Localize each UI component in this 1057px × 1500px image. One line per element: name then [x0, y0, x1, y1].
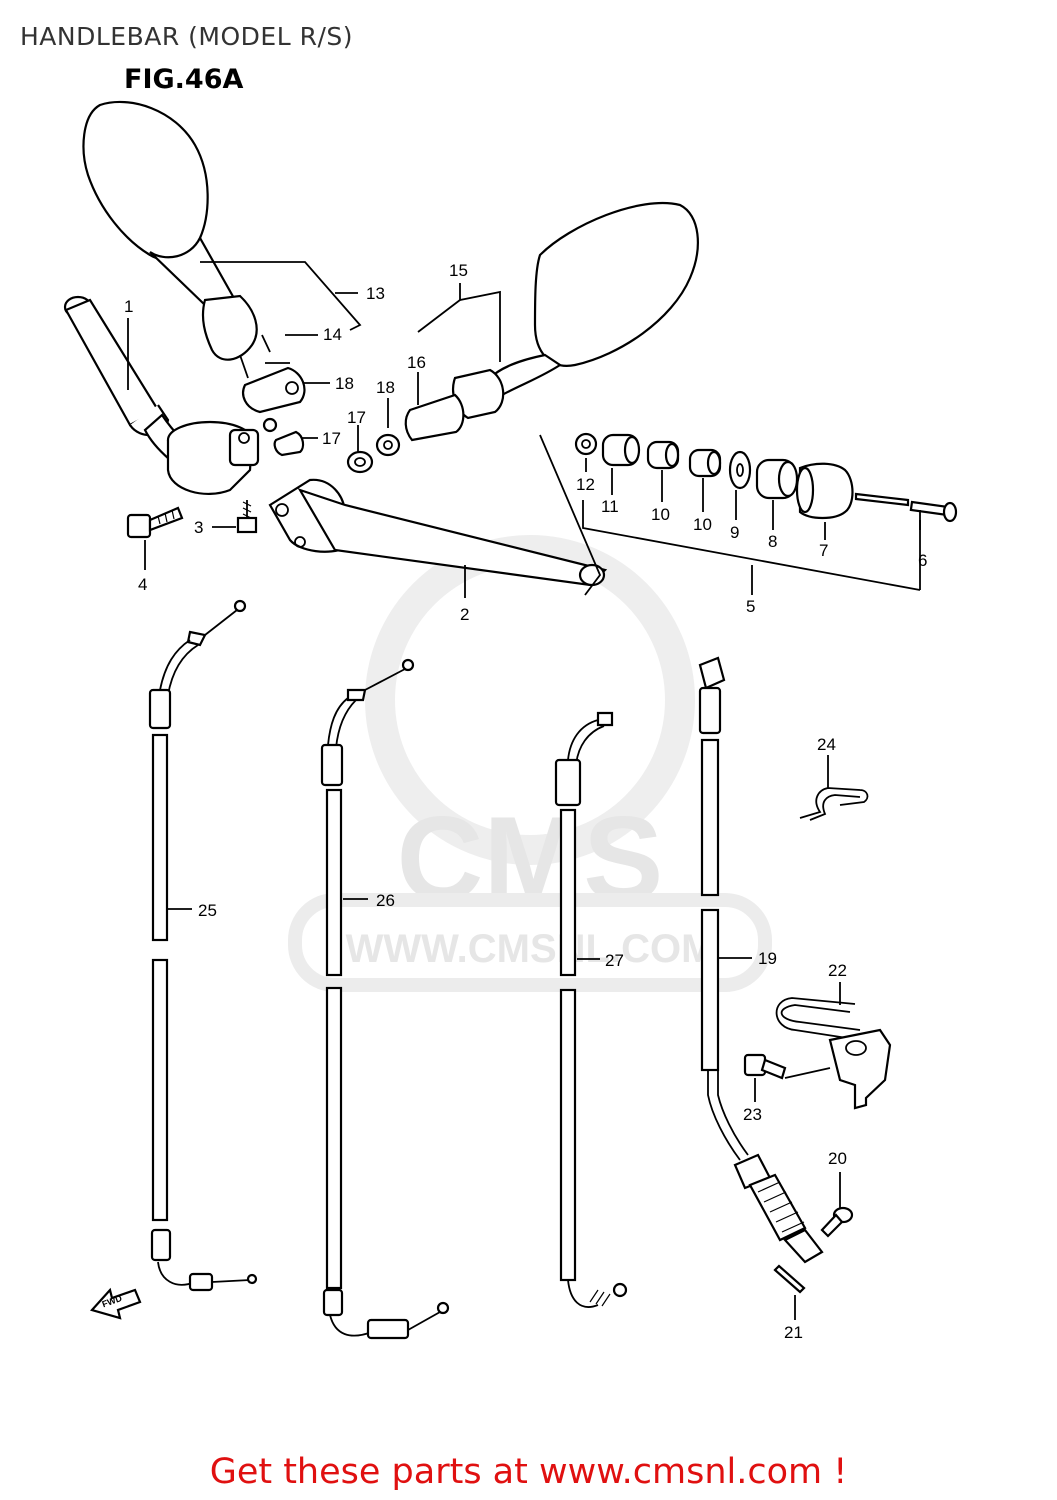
part-7-end-cap [795, 462, 854, 540]
cable-19 [698, 656, 824, 1264]
cable-27 [554, 711, 628, 1308]
callout-15: 15 [449, 261, 468, 280]
callout-4: 4 [138, 575, 147, 594]
callout-12: 12 [576, 475, 595, 494]
callout-labels: 1 2 3 4 5 6 7 8 9 10 10 11 12 13 14 15 1… [124, 261, 927, 1342]
callout-10b: 10 [693, 515, 712, 534]
callout-17a: 17 [347, 408, 366, 427]
callout-6: 6 [918, 551, 927, 570]
buy-parts-link[interactable]: Get these parts at www.cmsnl.com ! [209, 1452, 848, 1492]
cable-26 [320, 658, 450, 1340]
part-21-pin [773, 1264, 806, 1320]
part-17-cap-right [346, 450, 374, 474]
part-23-bolt [743, 1053, 831, 1102]
left-mirror [82, 100, 271, 379]
callout-18b: 18 [376, 378, 395, 397]
callout-27: 27 [605, 951, 624, 970]
callout-11: 11 [601, 497, 619, 516]
part-22-bracket [775, 982, 892, 1110]
callout-20: 20 [828, 1149, 847, 1168]
callout-leaders-top [200, 261, 501, 455]
watermark: CMS WWW.CMSNL.COM [288, 535, 772, 992]
callout-24: 24 [817, 735, 836, 754]
watermark-url: WWW.CMSNL.COM [346, 927, 715, 971]
callout-5: 5 [746, 597, 755, 616]
part-20-bolt [820, 1172, 854, 1238]
callout-14: 14 [323, 325, 342, 344]
part-18-washer-right [375, 433, 401, 457]
right-mirror [404, 201, 699, 442]
callout-23: 23 [743, 1105, 762, 1124]
part-10b-spacer [688, 448, 722, 512]
callout-19: 19 [758, 949, 777, 968]
part-24-clip [799, 755, 869, 821]
part-6-screw [854, 492, 958, 530]
callout-7: 7 [819, 541, 828, 560]
callout-9: 9 [730, 523, 739, 542]
callout-26: 26 [376, 891, 395, 910]
callout-16: 16 [407, 353, 426, 372]
callout-21: 21 [784, 1323, 803, 1342]
figure-title: FIG.46A [124, 64, 244, 95]
part-18-bracket [242, 366, 306, 433]
callout-25: 25 [198, 901, 217, 920]
callout-13: 13 [366, 284, 385, 303]
part-10a-spacer [646, 440, 680, 502]
callout-1: 1 [124, 297, 133, 316]
callout-2: 2 [460, 605, 469, 624]
part-9-washer [728, 450, 752, 520]
part-11-spacer [601, 433, 641, 495]
part-12-nut [574, 432, 598, 472]
callout-18a: 18 [335, 374, 354, 393]
fwd-arrow-icon: FWD [90, 1287, 142, 1320]
callout-17b: 17 [322, 429, 341, 448]
callout-10a: 10 [651, 505, 670, 524]
bar-end-assembly [539, 432, 958, 596]
bolt-4 [126, 506, 184, 570]
callout-3: 3 [194, 518, 203, 537]
part-17-cap-left [273, 430, 305, 457]
callout-8: 8 [768, 532, 777, 551]
page-title: HANDLEBAR (MODEL R/S) [20, 22, 353, 51]
part-1-throttle-grip [63, 295, 260, 495]
bolt-3 [212, 500, 258, 534]
callout-22: 22 [828, 961, 847, 980]
cable-25 [148, 599, 258, 1292]
part-8-weight [755, 458, 799, 530]
